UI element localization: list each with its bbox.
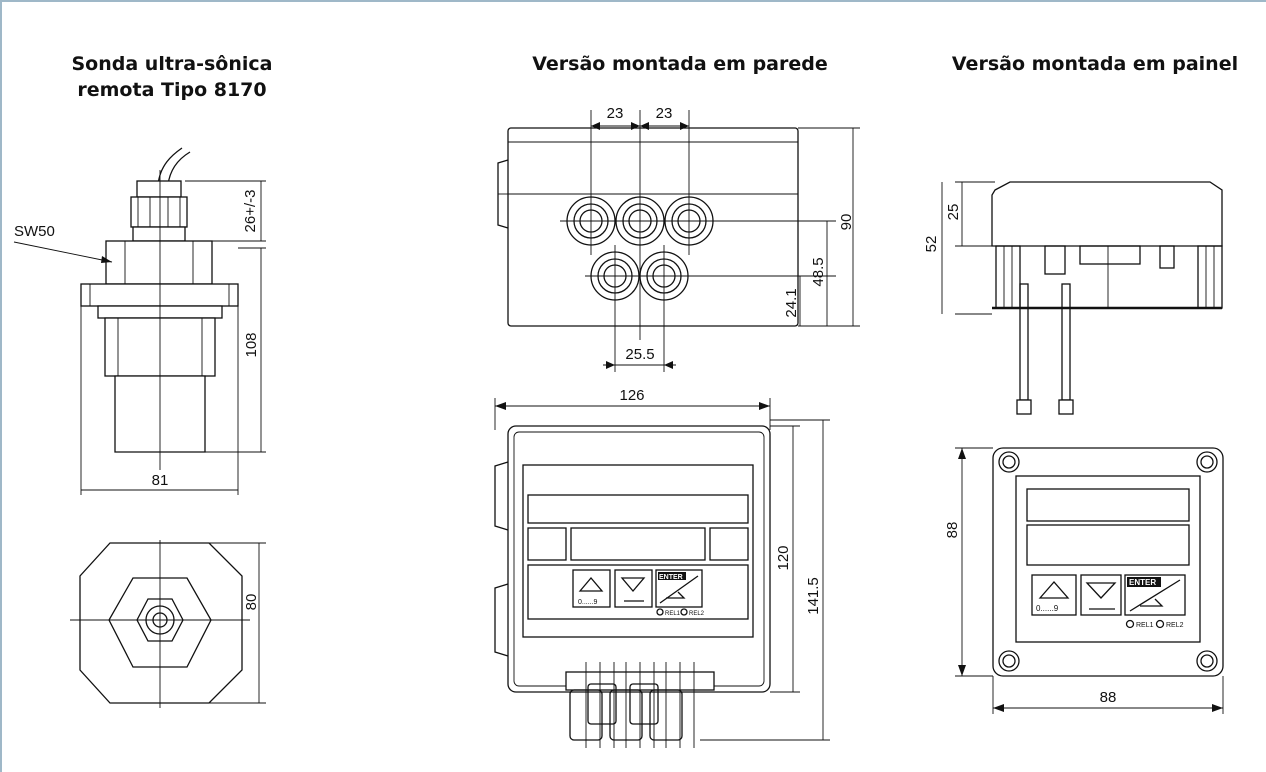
wall-key-up-label: 0......9 — [578, 599, 598, 606]
wall-bottom-glands — [565, 662, 715, 748]
wall-top-view: 23 23 90 48.5 24.1 25.5 — [497, 105, 860, 372]
panel-front-panel — [1015, 475, 1201, 643]
wall-dim-pitch-a: 23 — [607, 105, 624, 122]
wall-display-top — [527, 494, 749, 524]
wall-key-up — [572, 569, 611, 608]
panel-key-down — [1080, 574, 1122, 616]
panel-key-up-label: 0......9 — [1036, 604, 1059, 613]
probe-gland-body — [130, 196, 188, 228]
wall-keypad-area — [527, 564, 749, 620]
wall-front-panel — [522, 464, 754, 638]
probe-dim-height: 108 — [243, 332, 260, 357]
panel-key-up — [1031, 574, 1077, 616]
probe-bottom-view: 80 — [70, 540, 266, 708]
panel-dim-height: 88 — [944, 522, 961, 539]
wall-title: Versão montada em parede — [532, 53, 828, 75]
wall-key-enter-label: ENTER — [659, 574, 683, 581]
panel-relay-2: REL2 — [1166, 622, 1184, 629]
probe-hex-section — [105, 240, 213, 285]
panel-electronics — [1079, 245, 1141, 265]
probe-dim-gland: 26+/-3 — [242, 190, 259, 233]
panel-display-top — [1026, 488, 1190, 522]
wall-dim-height: 90 — [838, 214, 855, 231]
wall-dim-total-height: 141.5 — [805, 577, 822, 615]
probe-title-line1: Sonda ultra-sônica — [71, 53, 273, 75]
panel-dim-total-depth: 52 — [923, 236, 940, 253]
probe-flange — [80, 283, 239, 307]
panel-bezel — [992, 447, 1224, 677]
panel-dim-width: 88 — [1100, 689, 1117, 706]
wall-housing-front — [507, 425, 771, 693]
panel-key-enter — [1124, 574, 1186, 616]
panel-relay-1: REL1 — [1136, 622, 1154, 629]
panel-housing-side — [991, 181, 1223, 247]
probe-gland-cap — [136, 180, 182, 198]
wall-dim-pitch-b: 23 — [656, 105, 673, 122]
probe-gland-nut — [132, 226, 186, 242]
panel-key-enter-label: ENTER — [1129, 578, 1156, 587]
panel-front-view: 0......9 ENTER REL1 REL2 88 88 — [944, 447, 1224, 714]
wall-dim-lower-row: 24.1 — [783, 288, 800, 317]
panel-title: Versão montada em painel — [951, 53, 1239, 75]
wall-key-enter — [655, 569, 703, 608]
wall-relay-1: REL1 — [665, 611, 681, 617]
panel-side-view: 25 52 — [923, 181, 1223, 415]
wall-dim-lower-pitch: 25.5 — [625, 346, 654, 363]
wall-side-hinges — [494, 461, 509, 657]
probe-octagon — [79, 542, 243, 704]
probe-dim-bottom: 80 — [243, 594, 260, 611]
wall-display-bottom — [570, 527, 706, 561]
panel-display-bottom — [1026, 524, 1190, 566]
wall-housing-top — [507, 127, 799, 327]
probe-title-line2: remota Tipo 8170 — [77, 79, 267, 101]
wall-dim-front-height: 120 — [775, 545, 792, 570]
wall-dim-width: 126 — [619, 387, 644, 404]
wall-relay-2: REL2 — [689, 611, 705, 617]
probe-cable — [157, 147, 191, 186]
wall-front-view: 126 0......9 ENTER REL1 REL2 — [494, 387, 830, 748]
panel-dim-depth: 25 — [945, 204, 962, 221]
probe-dim-width: 81 — [152, 472, 169, 489]
wall-dim-upper-row: 48.5 — [810, 257, 827, 286]
probe-side-view: SW50 26+/-3 108 81 — [13, 147, 266, 495]
wall-key-down — [614, 569, 653, 608]
probe-callout-sw50: SW50 — [14, 223, 55, 240]
